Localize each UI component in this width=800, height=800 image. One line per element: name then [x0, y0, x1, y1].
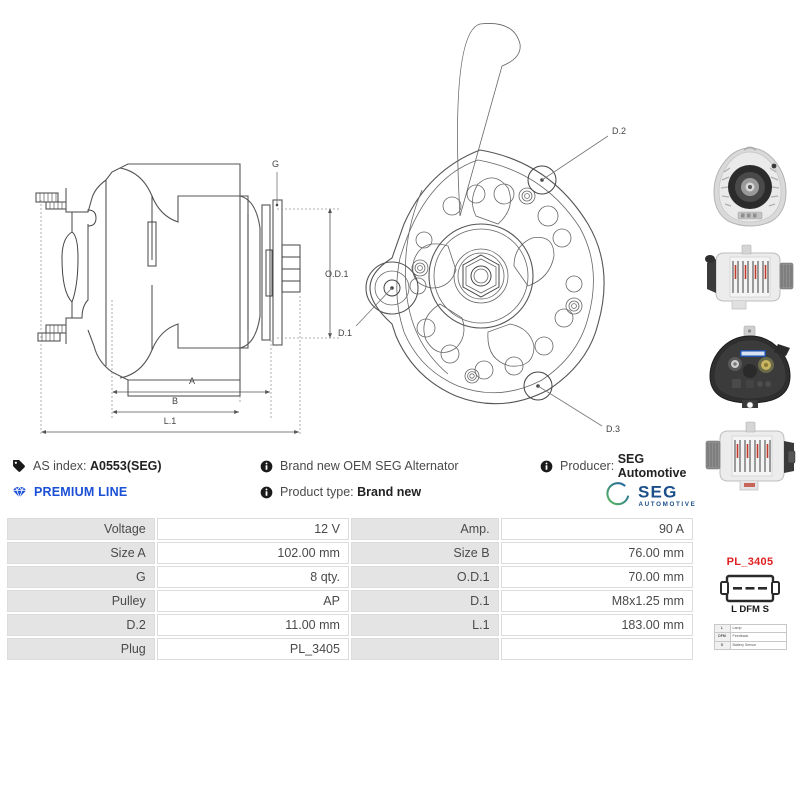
spec-value: 11.00 mm	[156, 614, 349, 636]
spec-value: 90 A	[500, 518, 693, 540]
label-l1: L.1	[164, 416, 177, 426]
spec-label	[350, 638, 499, 660]
spec-value: AP	[156, 590, 349, 612]
premium-line-badge: PREMIUM LINE	[0, 479, 260, 505]
plug-legend-key: L	[713, 623, 731, 634]
spec-value: 12 V	[156, 518, 349, 540]
label-d2: D.2	[612, 126, 626, 136]
spec-value: 8 qty.	[156, 566, 349, 588]
mounting-hole-d1	[365, 261, 419, 315]
specification-table: Voltage 12 V Amp. 90 A Size A 102.00 mm …	[5, 516, 695, 662]
table-row: G 8 qty. O.D.1 70.00 mm	[7, 566, 693, 588]
spec-value: 76.00 mm	[500, 542, 693, 564]
spec-value: PL_3405	[156, 638, 349, 660]
product-type-field: Product type: Brand new	[260, 479, 540, 505]
spec-label: G	[7, 566, 155, 588]
label-a: A	[189, 376, 195, 386]
front-view-drawing: D.2 D.1 D.3	[338, 23, 626, 434]
info-icon	[260, 486, 273, 499]
plug-legend-row: S Battery Sensor	[713, 640, 787, 651]
product-type-value: Brand new	[357, 485, 422, 499]
tag-icon	[12, 459, 26, 473]
info-row-primary: AS index: A0553(SEG) Brand new OEM SEG A…	[0, 452, 700, 480]
plug-legend-table: L Lamp DFM Feedback S Battery Sensor	[713, 623, 787, 651]
spec-value: M8x1.25 mm	[500, 590, 693, 612]
info-row-secondary: PREMIUM LINE Product type: Brand new	[0, 479, 700, 505]
product-photo-side-left[interactable]	[702, 417, 798, 500]
seg-logo-subtitle: AUTOMOTIVE	[639, 501, 697, 508]
diamond-icon	[12, 485, 27, 499]
plug-diagram-block: PL_3405 L DFM S L Lamp DFM Feedback	[702, 556, 798, 651]
product-photo-strip	[702, 142, 798, 502]
as-index-label: AS index:	[33, 459, 87, 473]
plug-legend-row: L Lamp	[713, 623, 787, 634]
label-g: G	[272, 159, 279, 169]
plug-legend-meaning: Feedback	[729, 632, 787, 642]
plug-code-label: PL_3405	[726, 556, 774, 568]
table-row: D.2 11.00 mm L.1 183.00 mm	[7, 614, 693, 636]
spec-value: 70.00 mm	[500, 566, 693, 588]
table-row: Voltage 12 V Amp. 90 A	[7, 518, 693, 540]
seg-automotive-logo: SEG AUTOMOTIVE	[597, 479, 697, 514]
plug-legend-key: S	[713, 640, 731, 651]
product-type-label: Product type:	[280, 485, 354, 499]
as-index-value: A0553(SEG)	[90, 459, 162, 473]
info-icon	[540, 460, 553, 473]
spec-label: Voltage	[7, 518, 155, 540]
description-field: Brand new OEM SEG Alternator	[260, 453, 540, 479]
spec-table-body: Voltage 12 V Amp. 90 A Size A 102.00 mm …	[7, 518, 693, 660]
premium-line-label: PREMIUM LINE	[34, 485, 128, 499]
as-index-field: AS index: A0553(SEG)	[0, 453, 260, 479]
plug-legend-row: DFM Feedback	[713, 632, 787, 642]
label-d3: D.3	[606, 424, 620, 434]
plug-connector-diagram: L DFM S	[720, 574, 780, 615]
spec-value: 183.00 mm	[500, 614, 693, 636]
spec-label: O.D.1	[350, 566, 499, 588]
drawing-canvas: .ln { fill:none; stroke:#444; stroke-wid…	[35, 23, 626, 436]
info-icon	[260, 460, 273, 473]
description-text: Brand new OEM SEG Alternator	[280, 459, 459, 473]
spec-label: Size B	[350, 542, 499, 564]
spec-label: Amp.	[350, 518, 499, 540]
table-row: Pulley AP D.1 M8x1.25 mm	[7, 590, 693, 612]
spec-label: Size A	[7, 542, 155, 564]
spec-label: Pulley	[7, 590, 155, 612]
plug-legend-meaning: Lamp	[729, 623, 787, 634]
plug-pin-labels: L DFM S	[731, 604, 769, 615]
side-view-drawing: G O.D.1 A B L.1	[35, 159, 349, 436]
table-row: Size A 102.00 mm Size B 76.00 mm	[7, 542, 693, 564]
plug-legend-key: DFM	[713, 632, 731, 642]
producer-label: Producer:	[560, 459, 615, 473]
table-row: Plug PL_3405	[7, 638, 693, 660]
label-d1: D.1	[338, 328, 352, 338]
spec-label: D.2	[7, 614, 155, 636]
producer-value: SEG Automotive	[617, 452, 687, 480]
technical-drawings: .ln { fill:none; stroke:#444; stroke-wid…	[0, 0, 700, 450]
product-photo-rear[interactable]	[702, 322, 798, 415]
spec-value	[500, 638, 693, 660]
spec-label: D.1	[350, 590, 499, 612]
spec-label: Plug	[7, 638, 155, 660]
seg-logo-name: SEG	[638, 483, 678, 502]
product-photo-side-right[interactable]	[702, 237, 798, 320]
spec-label: L.1	[350, 614, 499, 636]
label-b: B	[172, 396, 178, 406]
label-od1: O.D.1	[325, 269, 349, 279]
plug-legend-meaning: Battery Sensor	[729, 640, 787, 651]
product-info-block: AS index: A0553(SEG) Brand new OEM SEG A…	[0, 450, 700, 512]
spec-value: 102.00 mm	[156, 542, 349, 564]
product-photo-front[interactable]	[702, 142, 798, 235]
producer-field: Producer: SEG Automotive	[540, 452, 700, 480]
